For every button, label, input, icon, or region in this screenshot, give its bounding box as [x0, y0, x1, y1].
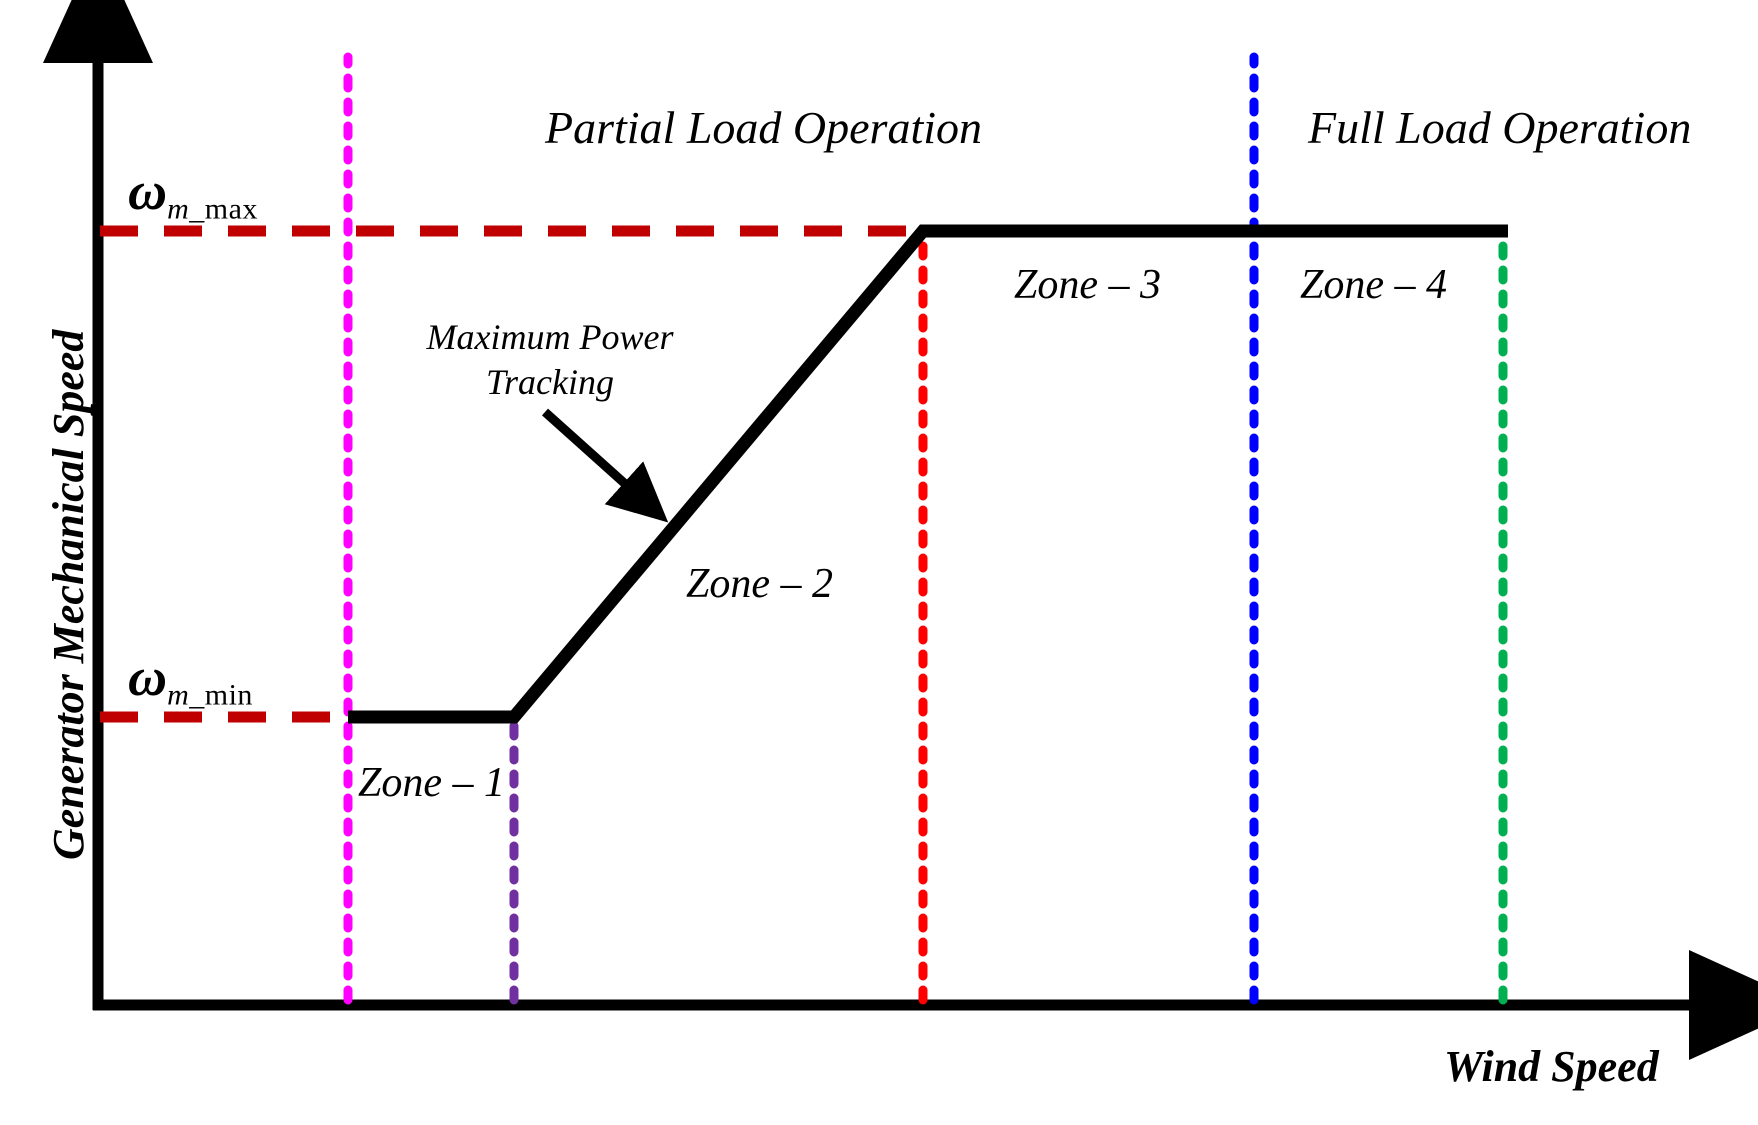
mppt-annotation-arrow	[541, 408, 669, 523]
x-axis-title: Wind Speed	[1444, 1042, 1659, 1091]
omega-m-max-label: ωm_max	[128, 160, 258, 227]
mppt-annotation-line-2: Tracking	[485, 362, 614, 402]
zone-label-3: Zone – 3	[1014, 262, 1161, 308]
omega-m-min-label: ωm_min	[128, 646, 253, 713]
omega-max-symbol: ω	[128, 161, 168, 221]
region-label-partial-load: Partial Load Operation	[545, 102, 983, 153]
omega-max-subscript: m_max	[167, 192, 258, 226]
mppt-annotation-line-1: Maximum Power	[426, 317, 674, 357]
zone-label-1: Zone – 1	[358, 760, 505, 806]
zone-label-4: Zone – 4	[1300, 262, 1447, 308]
mppt-annotation-text: Maximum Power Tracking	[404, 315, 696, 405]
zone-label-2: Zone – 2	[686, 561, 833, 607]
y-axis-title: Generator Mechanical Speed	[44, 329, 93, 860]
speed-characteristic-curve	[348, 224, 1508, 724]
omega-min-symbol: ω	[128, 647, 168, 707]
omega-min-subscript: m_min	[167, 678, 253, 712]
region-label-full-load: Full Load Operation	[1308, 102, 1692, 153]
